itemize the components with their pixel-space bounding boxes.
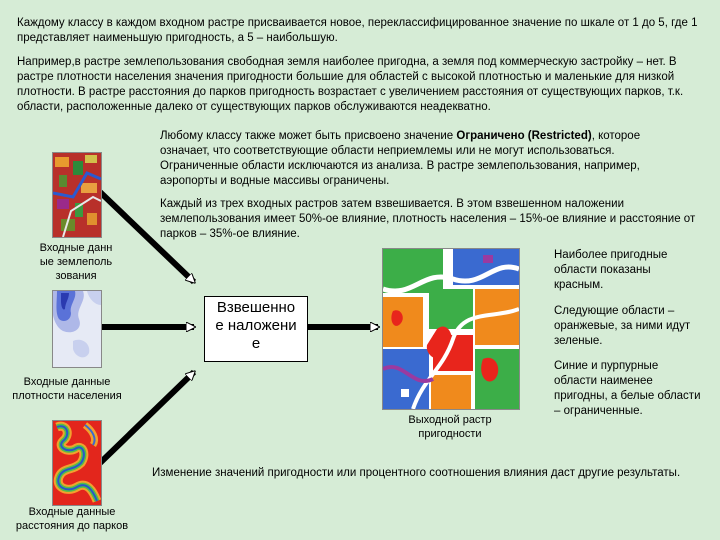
- density-caption: Входные данные плотности населения: [12, 376, 122, 402]
- arrow-landuse: [97, 189, 194, 285]
- output-caption: Выходной растр пригодности: [408, 414, 492, 440]
- legend-most-suitable: Наиболее пригодные области показаны крас…: [554, 249, 668, 291]
- restricted-text-after: , которое означает, что соответствующие …: [160, 130, 641, 187]
- restricted-text-before: Любому классу также может быть присвоено…: [160, 130, 457, 142]
- legend-least-suitable: Синие и пурпурные области наименее приго…: [554, 360, 701, 417]
- footer-note: Изменение значений пригодности или проце…: [152, 467, 681, 479]
- weights-paragraph: Каждый из трех входных растров затем взв…: [160, 198, 696, 240]
- arrow-parks: [97, 372, 194, 466]
- landuse-raster-image: [52, 152, 102, 238]
- restricted-term: Ограничено (Restricted): [456, 130, 592, 142]
- weighted-overlay-box: Взвешенное наложение: [204, 296, 308, 362]
- output-raster-image: [382, 248, 520, 410]
- landuse-caption: Входные данные землепользования: [39, 242, 113, 282]
- legend-next-areas: Следующие области – оранжевые, за ними и…: [554, 305, 691, 347]
- density-raster-image: [52, 290, 102, 368]
- intro-paragraph-1: Каждому классу в каждом входном растре п…: [17, 17, 698, 44]
- weighted-overlay-label: Взвешенное наложение: [215, 299, 297, 352]
- parks-raster-image: [52, 420, 102, 506]
- parks-caption: Входные данные расстояния до парков: [15, 506, 129, 532]
- intro-paragraph-2: Например,в растре землепользования свобо…: [17, 56, 684, 113]
- restricted-paragraph: Любому классу также может быть присвоено…: [160, 129, 685, 189]
